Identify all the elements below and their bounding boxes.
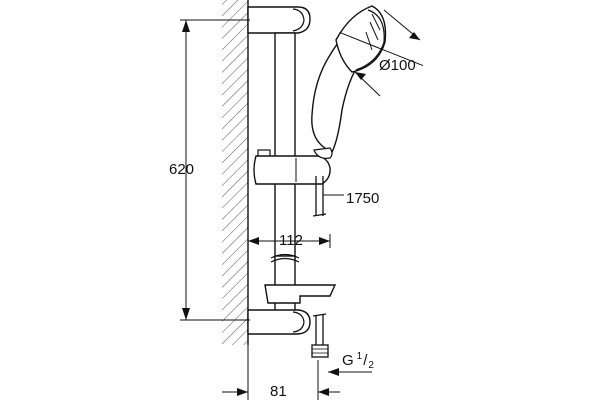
diameter-arrow-b	[355, 72, 366, 80]
slider-holder	[253, 149, 331, 185]
hand-shower-connector	[313, 147, 333, 159]
rail-length-label: 620	[169, 161, 195, 178]
hose-nut	[311, 344, 329, 358]
projection-label: 112	[279, 232, 303, 249]
soap-dish	[264, 284, 337, 304]
thread-fraction-slash: /	[363, 352, 368, 369]
dim-arrow-bottom	[182, 308, 190, 320]
hose-break	[312, 213, 327, 217]
thread-prefix: G	[342, 352, 354, 369]
thread-denominator: 2	[368, 360, 374, 371]
soap-dish-shelf	[264, 284, 337, 304]
hose-length-label: 1750	[346, 190, 380, 207]
dim-arrow-hose	[318, 388, 329, 396]
dimension-projection	[248, 234, 331, 248]
diameter-line	[339, 31, 424, 67]
wall	[222, 0, 249, 345]
top-bracket-cap	[292, 8, 305, 32]
slider-body	[253, 155, 331, 185]
rail-upper	[274, 32, 296, 259]
dimension-wall-offset	[222, 345, 340, 400]
diameter-arrow-a	[409, 32, 420, 40]
wall-offset-label: 81	[270, 383, 287, 400]
dim-arrow-top	[182, 20, 190, 32]
thread-leader	[328, 368, 372, 376]
dimension-rail-length	[180, 19, 250, 321]
hand-shower-spray-face	[355, 9, 385, 71]
rail-break-top	[270, 253, 300, 259]
bottom-bracket-cap	[292, 311, 305, 333]
top-bracket-body	[247, 6, 311, 34]
wall-hatching	[222, 0, 248, 345]
dim-arrow-wall	[237, 388, 248, 396]
bottom-bracket-body	[247, 309, 311, 335]
dim-arrow-right	[319, 237, 330, 245]
head-face-line	[369, 21, 379, 41]
bottom-wall-bracket	[247, 309, 311, 335]
hand-shower-head	[335, 5, 387, 73]
head-face-line	[365, 31, 373, 51]
head-diameter-label: Ø100	[379, 57, 416, 74]
rail-break-bottom	[270, 257, 300, 263]
hose-end-break	[312, 313, 327, 317]
shower-hose	[311, 176, 329, 358]
thread-arrow	[328, 368, 339, 376]
top-wall-bracket	[247, 6, 311, 34]
head-face-line	[371, 13, 381, 31]
diameter-leader	[339, 9, 424, 97]
thread-numerator: 1	[356, 351, 363, 362]
dim-arrow-left	[248, 237, 259, 245]
hand-shower	[311, 5, 387, 159]
